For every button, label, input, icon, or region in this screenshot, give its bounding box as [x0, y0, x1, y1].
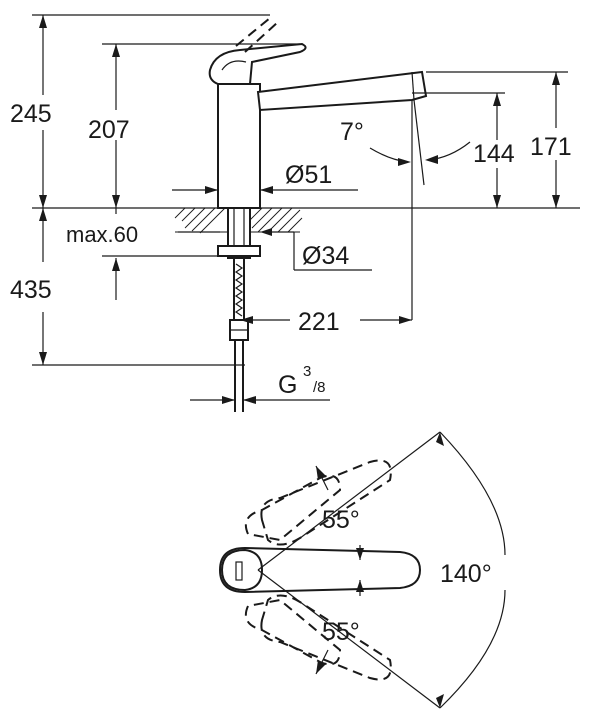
side-view: 245 207 171 144 — [10, 14, 580, 412]
dim-body-diameter: Ø51 — [172, 161, 358, 194]
dim-max-thickness-label: max.60 — [66, 222, 138, 247]
dim-spout-top-label: 171 — [530, 133, 572, 161]
handle-top-view — [218, 546, 422, 594]
dim-below-counter-label: 435 — [10, 276, 52, 304]
supply-hose — [229, 258, 249, 412]
dim-angle-up: 55° — [315, 465, 364, 560]
connection-sub-label: /8 — [313, 379, 326, 396]
dim-hole-diameter: Ø34 — [260, 228, 372, 271]
lever-handle — [208, 42, 307, 85]
handle-outline-down-55 — [260, 594, 392, 681]
dim-total-height-label: 245 — [10, 100, 52, 128]
dim-hole-diameter-label: Ø34 — [302, 242, 349, 270]
dim-connection-thread: G 3 /8 — [190, 363, 330, 404]
faucet-body — [217, 83, 261, 209]
dim-spout-angle: 7° — [340, 99, 471, 320]
connection-thread-label: G — [278, 371, 297, 399]
dim-spout-reach-label: 221 — [298, 308, 340, 336]
dim-spout-top: 171 — [426, 71, 572, 208]
dim-swivel-range: 140° — [257, 431, 506, 709]
dim-swivel-range-label: 140° — [440, 560, 492, 588]
dim-angle-up-label: 55° — [322, 506, 360, 534]
dim-body-diameter-label: Ø51 — [285, 161, 332, 189]
top-view: 55° 55° 140° — [218, 431, 506, 709]
dim-spout-reach: 221 — [240, 308, 412, 336]
connection-sup-label: 3 — [303, 363, 311, 380]
lever-raised-outline — [235, 17, 279, 53]
dim-spout-angle-label: 7° — [340, 118, 364, 146]
dim-body-height: 207 — [88, 43, 300, 208]
spout — [256, 70, 428, 112]
dim-below-counter: 435 — [10, 208, 52, 365]
handle-outline-up-55 — [260, 459, 392, 546]
dim-total-height: 245 — [10, 14, 270, 208]
dim-body-height-label: 207 — [88, 116, 130, 144]
mounting-nut — [217, 245, 261, 257]
dim-angle-down: 55° — [315, 580, 364, 675]
dim-max-thickness: max.60 — [66, 208, 220, 300]
dim-spout-height: 144 — [412, 92, 515, 208]
dim-spout-height-label: 144 — [473, 140, 515, 168]
